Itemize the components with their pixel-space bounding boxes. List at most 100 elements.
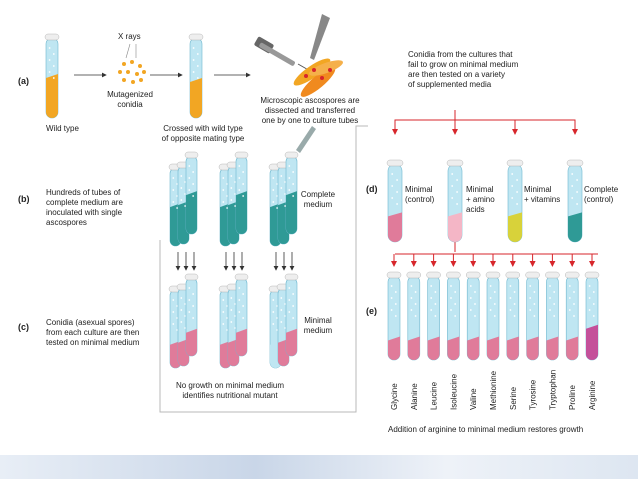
amino-acid-label-valine: Valine bbox=[469, 388, 478, 410]
d-tube-1-line-1: Minimal bbox=[405, 185, 433, 194]
static-artwork bbox=[74, 14, 598, 413]
d-tube-4-line-2: (control) bbox=[584, 195, 614, 204]
pipette-icon bbox=[310, 14, 330, 60]
decorative-bottom-band bbox=[0, 455, 638, 479]
e-tube-leucine bbox=[426, 271, 441, 361]
d-tube-2-label: Minimal + amino acids bbox=[466, 185, 495, 215]
minimal-medium-line-2: medium bbox=[303, 326, 333, 335]
ascospores-label: Microscopic ascospores are dissected and… bbox=[240, 96, 380, 126]
panel-b-text: Hundreds of tubes of complete medium are… bbox=[46, 188, 123, 228]
no-growth-line-2: identifies nutritional mutant bbox=[182, 391, 278, 400]
amino-acid-label-isoleucine: Isoleucine bbox=[449, 373, 458, 410]
panel-e-label: (e) bbox=[366, 306, 377, 316]
panel-b-line-4: ascospores bbox=[46, 218, 87, 227]
amino-acid-label-tyrosine: Tyrosine bbox=[529, 379, 538, 410]
xray-ray-1 bbox=[125, 43, 131, 59]
crossed-label: Crossed with wild type of opposite matin… bbox=[148, 124, 258, 144]
amino-acid-label-glycine: Glycine bbox=[390, 383, 399, 410]
panel-b-label: (b) bbox=[18, 194, 30, 204]
mutagenized-line-2: conidia bbox=[117, 100, 143, 109]
d-tube-4-line-1: Complete bbox=[584, 185, 619, 194]
test-tubes bbox=[44, 33, 600, 369]
e-tube-arginine bbox=[584, 271, 600, 361]
panel-b-line-3: inoculated with single bbox=[46, 208, 123, 217]
connector-bracket bbox=[159, 125, 368, 413]
panel-d-label: (d) bbox=[366, 184, 378, 194]
e-tube-tyrosine bbox=[525, 271, 540, 361]
d-tube-2-line-2: + amino bbox=[466, 195, 495, 204]
d-tube-3 bbox=[506, 159, 524, 243]
d-tube-1-label: Minimal (control) bbox=[405, 185, 434, 205]
ascospores-line-2: dissected and transferred bbox=[264, 106, 356, 115]
panel-c-text: Conidia (asexual spores) from each cultu… bbox=[46, 318, 139, 348]
e-tube-serine bbox=[505, 271, 520, 361]
b-to-c-arrows bbox=[175, 252, 295, 271]
d-tube-4 bbox=[566, 159, 584, 243]
xrays-label: X rays bbox=[118, 32, 141, 41]
amino-acid-label-leucine: Leucine bbox=[430, 381, 439, 410]
panel-a-label: (a) bbox=[18, 76, 29, 86]
panel-d-header-line-2: fail to grow on minimal medium bbox=[408, 60, 519, 69]
d-tube-1 bbox=[386, 159, 404, 243]
panel-d-header-line-1: Conidia from the cultures that bbox=[408, 50, 513, 59]
d-tube-1-line-2: (control) bbox=[405, 195, 435, 204]
wild-type-label: Wild type bbox=[46, 124, 79, 133]
panel-c-line-1: Conidia (asexual spores) bbox=[46, 318, 135, 327]
e-tube-tryptophan bbox=[545, 271, 560, 361]
crossed-tube bbox=[188, 33, 204, 119]
complete-medium-label: Complete medium bbox=[298, 190, 338, 210]
e-tube-alanine bbox=[406, 271, 421, 361]
e-tube-glycine bbox=[386, 271, 402, 361]
panel-d-header-line-4: of supplemented media bbox=[408, 80, 492, 89]
panel-c-label: (c) bbox=[18, 322, 29, 332]
minimal-medium-label: Minimal medium bbox=[298, 316, 338, 336]
d-branch-arrows bbox=[392, 110, 578, 135]
b-cluster-3-tube-3 bbox=[284, 151, 299, 235]
amino-acid-labels: Glycine Alanine Leucine Isoleucine Valine Met… bbox=[390, 370, 597, 410]
d-tube-4-label: Complete (control) bbox=[584, 185, 618, 205]
amino-acid-label-proline: Proline bbox=[568, 385, 577, 410]
d-tube-3-line-2: + vitamins bbox=[524, 195, 561, 204]
dissection-needle-icon bbox=[254, 14, 330, 73]
panel-e-caption: Addition of arginine to minimal medium r… bbox=[388, 425, 584, 434]
e-tube-valine bbox=[466, 271, 481, 361]
amino-acid-label-tryptophan: Tryptophan bbox=[548, 370, 557, 410]
panel-d-header-line-3: are then tested on a variety bbox=[408, 70, 505, 79]
mutagenized-label: Mutagenized conidia bbox=[100, 90, 160, 110]
crossed-line-2: of opposite mating type bbox=[161, 134, 245, 143]
panel-d-header: Conidia from the cultures that fail to g… bbox=[408, 50, 518, 90]
c-cluster-1-tube-3 bbox=[184, 273, 199, 357]
b-cluster-2-tube-3 bbox=[234, 151, 249, 235]
crossed-line-1: Crossed with wild type bbox=[163, 124, 243, 133]
ascospores-line-1: Microscopic ascospores are bbox=[260, 96, 360, 105]
amino-acid-label-serine: Serine bbox=[509, 386, 518, 410]
panel-b-line-1: Hundreds of tubes of bbox=[46, 188, 121, 197]
amino-acid-label-methionine: Methionine bbox=[489, 370, 498, 410]
d-tube-2-line-1: Minimal bbox=[466, 185, 494, 194]
panel-b-line-2: complete medium are bbox=[46, 198, 123, 207]
panel-c-line-2: from each culture are then bbox=[46, 328, 140, 337]
wild-type-tube bbox=[44, 33, 60, 119]
ascus-cluster-icon bbox=[293, 58, 344, 97]
d-tube-3-line-1: Minimal bbox=[524, 185, 552, 194]
no-growth-line-1: No growth on minimal medium bbox=[175, 381, 285, 390]
c-cluster-3-tube-3 bbox=[284, 273, 299, 357]
minimal-medium-line-1: Minimal bbox=[304, 316, 332, 325]
b-cluster-1-tube-3 bbox=[184, 151, 199, 235]
complete-medium-line-2: medium bbox=[303, 200, 333, 209]
c-cluster-2-tube-3 bbox=[234, 273, 249, 357]
d-tube-2 bbox=[446, 159, 464, 243]
e-tube-methionine bbox=[485, 271, 501, 361]
e-tube-proline bbox=[565, 271, 580, 361]
amino-acid-label-arginine: Arginine bbox=[588, 380, 597, 410]
complete-medium-line-1: Complete bbox=[300, 190, 336, 199]
no-growth-label: No growth on minimal medium identifies n… bbox=[160, 381, 300, 401]
d-tube-3-label: Minimal + vitamins bbox=[524, 185, 560, 205]
mutagenized-line-1: Mutagenized bbox=[107, 90, 153, 99]
ascospores-line-3: one by one to culture tubes bbox=[261, 116, 359, 125]
d-tube-2-line-3: acids bbox=[466, 205, 485, 214]
panel-b-pipette-icon bbox=[296, 126, 316, 153]
amino-acid-label-alanine: Alanine bbox=[410, 383, 419, 410]
mutagenized-conidia-dots bbox=[118, 60, 146, 84]
